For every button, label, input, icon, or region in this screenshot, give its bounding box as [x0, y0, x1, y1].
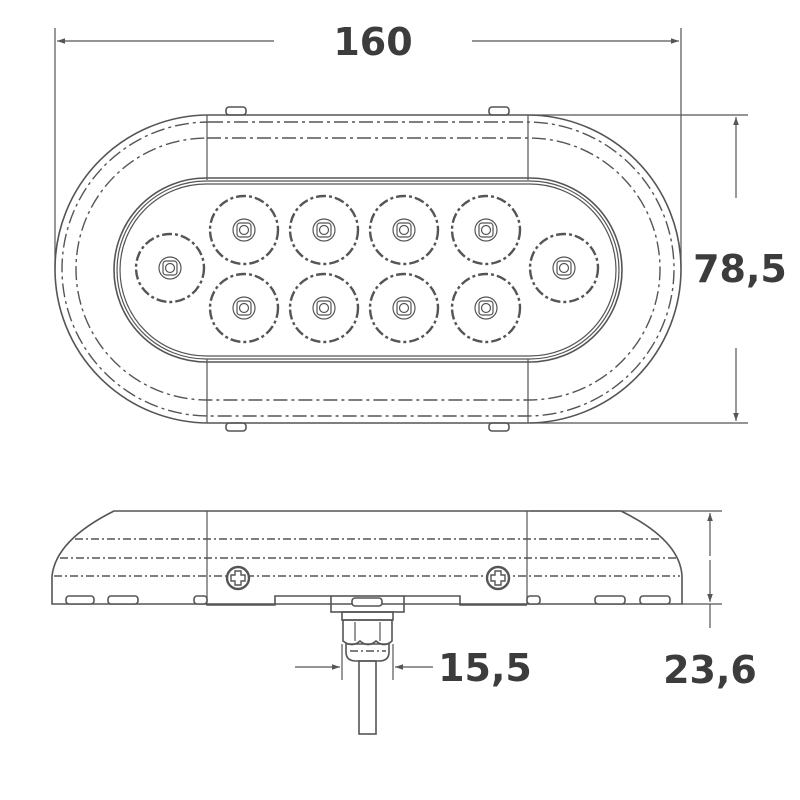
- housing-inner-dash: [61, 121, 675, 417]
- side-view: 15,5 23,6: [51, 510, 757, 735]
- base-step: [404, 595, 527, 606]
- housing-outline: [54, 114, 682, 424]
- gland-nut: [342, 619, 393, 646]
- side-height-label: 23,6: [663, 648, 757, 692]
- led: [208, 272, 280, 344]
- mounting-tab: [225, 422, 247, 432]
- width-dimension-label: 160: [333, 20, 412, 64]
- housing-inner-dash-2: [75, 137, 661, 401]
- top-view: 160 78,5: [54, 20, 787, 432]
- lens-inner-line: [116, 180, 620, 360]
- led: [450, 194, 522, 266]
- cable: [358, 660, 377, 735]
- lens-outline: [113, 177, 623, 363]
- led: [368, 272, 440, 344]
- led: [208, 194, 280, 266]
- foot: [594, 595, 626, 605]
- gland-dome: [345, 643, 390, 662]
- gland-seal: [351, 597, 383, 607]
- led: [134, 232, 206, 304]
- height-dimension-label: 78,5: [693, 247, 787, 291]
- screw-icon: [225, 565, 251, 591]
- gland-dimension-label: 15,5: [438, 646, 532, 690]
- foot: [107, 595, 139, 605]
- mounting-tab: [225, 106, 247, 116]
- mounting-tab: [488, 422, 510, 432]
- foot: [65, 595, 95, 605]
- screw-icon: [485, 565, 511, 591]
- foot: [193, 595, 208, 605]
- led: [368, 194, 440, 266]
- led: [288, 272, 360, 344]
- foot: [526, 595, 541, 605]
- foot: [639, 595, 671, 605]
- led: [288, 194, 360, 266]
- gland-collar: [341, 611, 394, 621]
- led: [528, 232, 600, 304]
- mounting-tab: [488, 106, 510, 116]
- base-step: [206, 595, 331, 606]
- lens-inner-line-2: [119, 183, 617, 357]
- led: [450, 272, 522, 344]
